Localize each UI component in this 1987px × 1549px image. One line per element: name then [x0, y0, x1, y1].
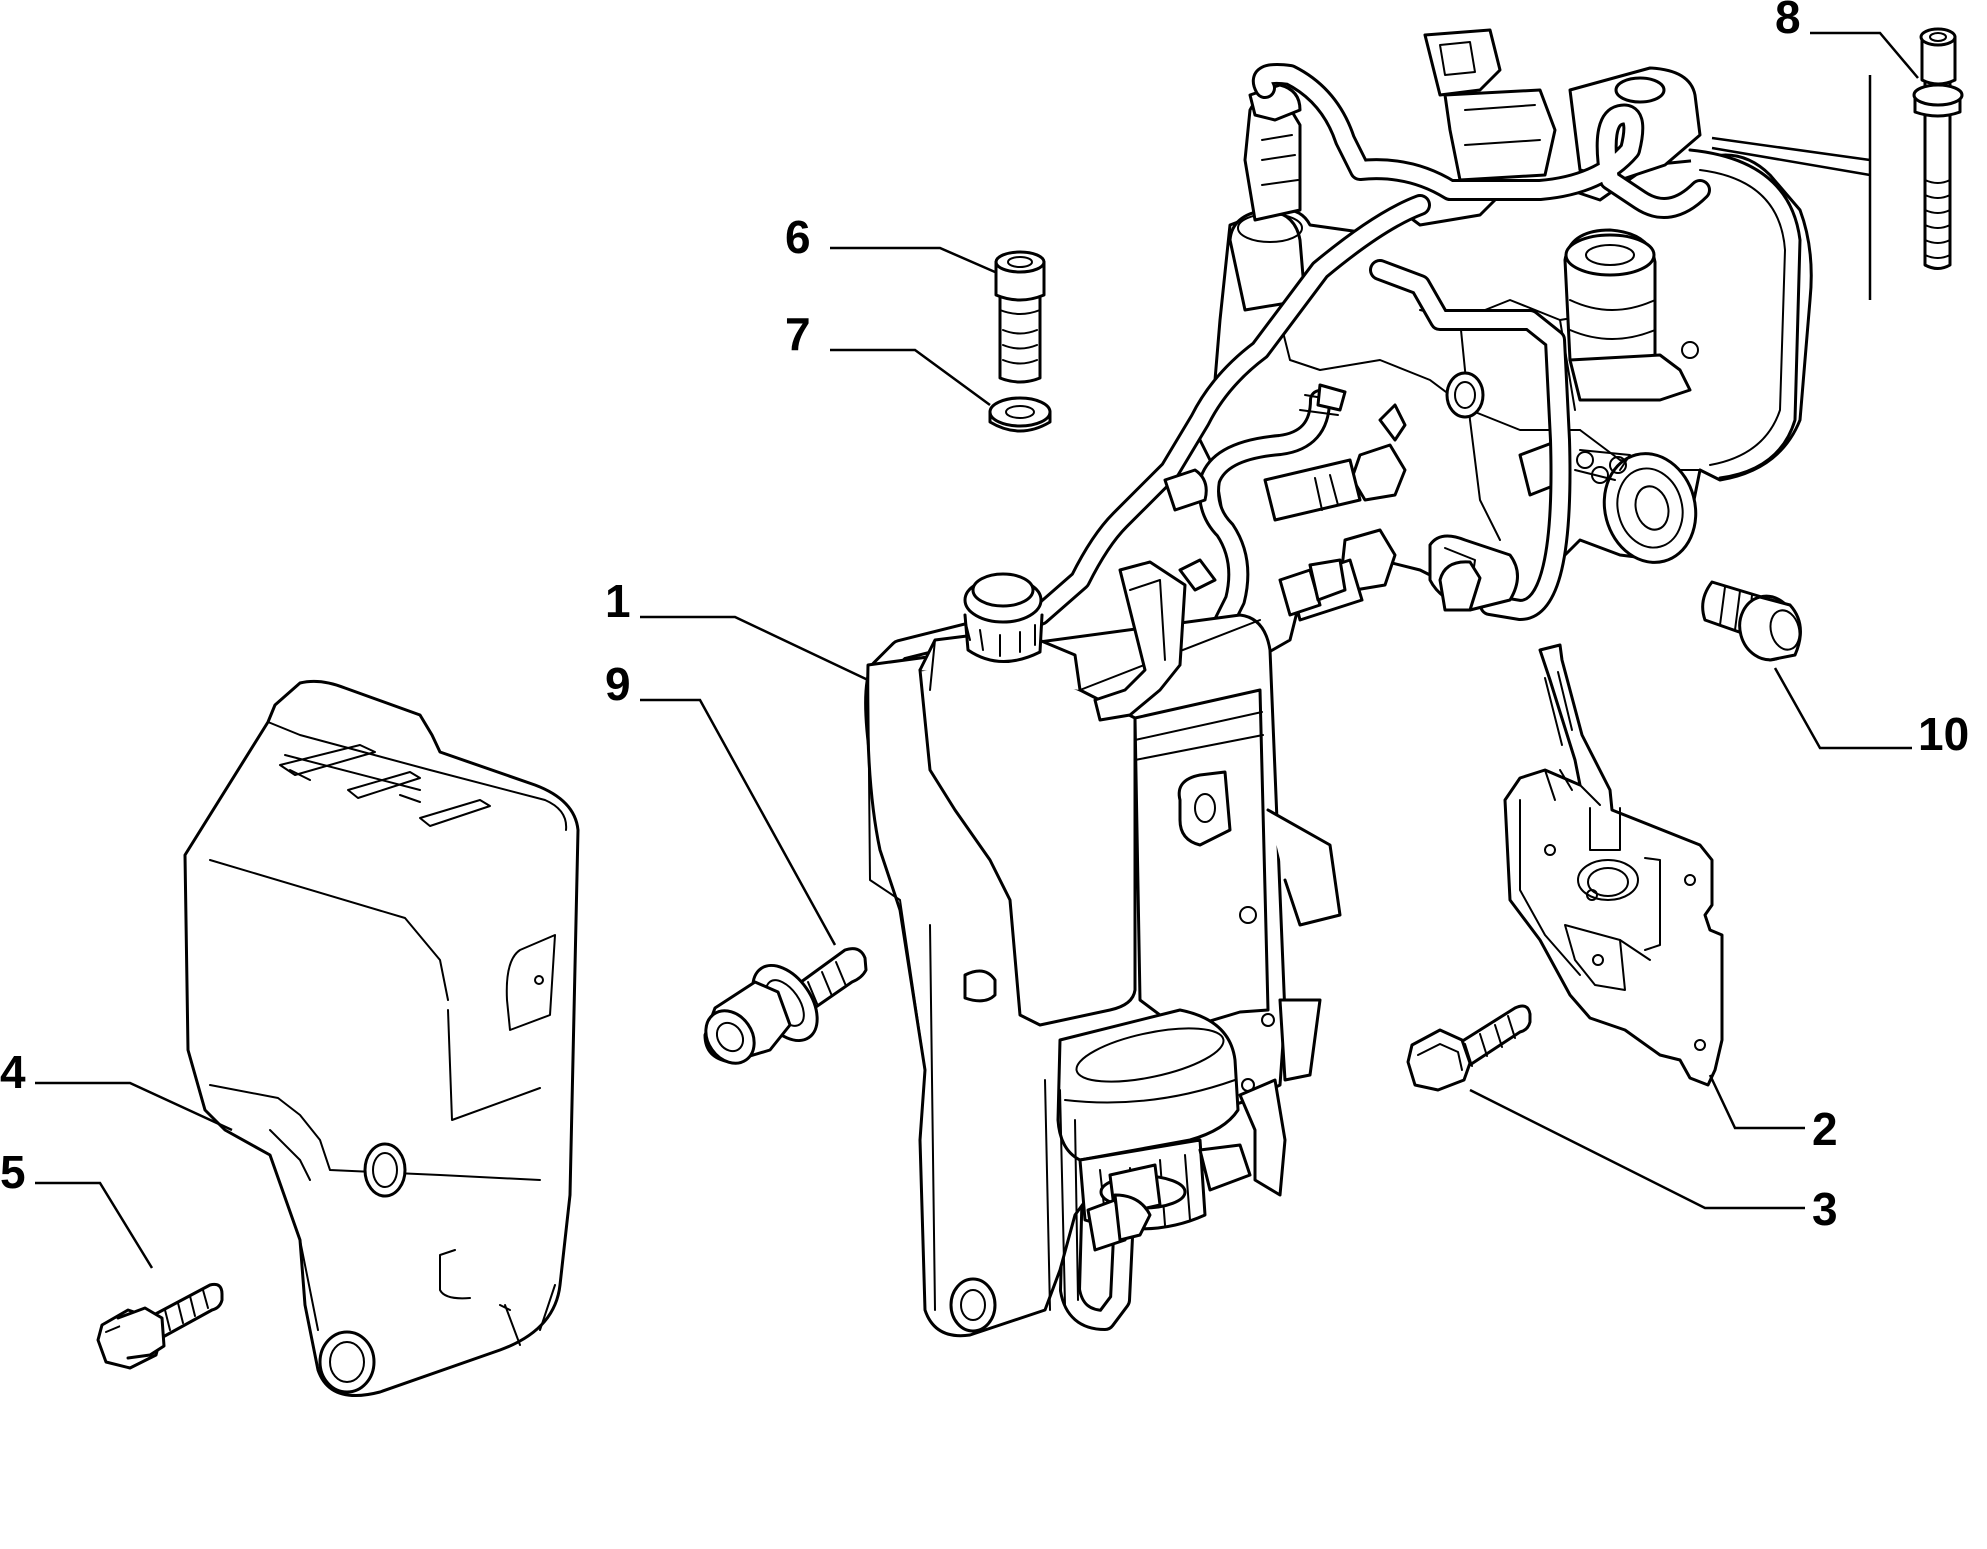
- leader-4: [35, 1081, 233, 1132]
- leader-lines: [35, 31, 1919, 1269]
- callout-labels: 1 9 6 7 8 10 2 3 4 5: [0, 0, 1969, 1235]
- part-8-long-bolt: [1912, 27, 1964, 270]
- part-4-heat-shield: [183, 679, 580, 1397]
- leader-9: [640, 698, 837, 946]
- part-7-washer: [988, 396, 1052, 433]
- callout-7: 7: [785, 308, 811, 360]
- leader-2: [1708, 1074, 1805, 1130]
- leader-6: [830, 246, 996, 274]
- leader-5: [35, 1181, 154, 1269]
- leader-10: [1773, 667, 1912, 750]
- callout-8: 8: [1775, 0, 1801, 43]
- callout-10: 10: [1918, 708, 1969, 760]
- callout-5: 5: [0, 1146, 26, 1198]
- leader-3: [1469, 1088, 1805, 1210]
- part-3-flange-bolt: [1406, 1004, 1532, 1092]
- leader-8-group: [1711, 75, 1872, 300]
- leader-8: [1810, 31, 1919, 79]
- part-10-socket-bolt: [1701, 580, 1802, 662]
- callout-2: 2: [1812, 1103, 1838, 1155]
- part-9-bolt-with-washer: [703, 947, 868, 1065]
- part-6-cap-screw: [994, 250, 1046, 384]
- callout-1: 1: [605, 575, 631, 627]
- callout-4: 4: [0, 1046, 26, 1098]
- part-2-bracket: [1503, 643, 1724, 1087]
- callout-6: 6: [785, 211, 811, 263]
- callout-9: 9: [605, 658, 631, 710]
- leader-7: [830, 348, 991, 407]
- part-1-actuator-assembly: [864, 28, 1813, 1338]
- callout-3: 3: [1812, 1183, 1838, 1235]
- part-5-flange-bolt: [96, 1282, 224, 1370]
- leader-1: [640, 615, 869, 682]
